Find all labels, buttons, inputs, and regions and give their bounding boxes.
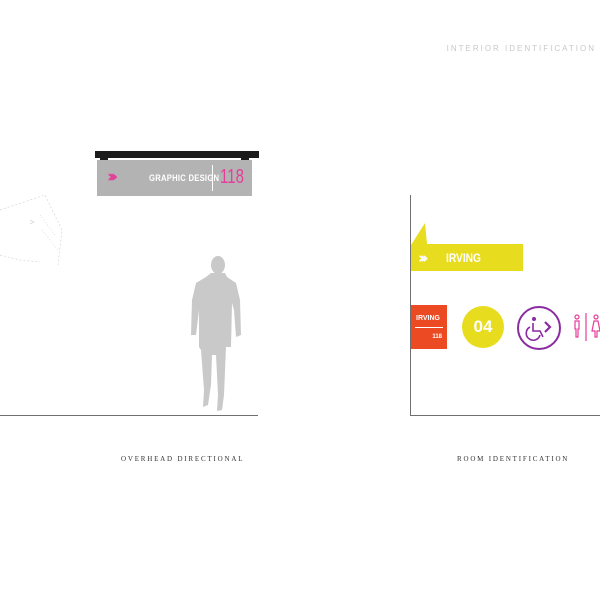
room-identification-plate: IRVING 118 <box>411 305 447 349</box>
overhead-panel-floor-line <box>0 415 258 416</box>
plate-divider <box>415 327 443 328</box>
room-identification-caption: ROOM IDENTIFICATION <box>457 455 570 463</box>
chevron-right-icon: ››› <box>107 167 118 187</box>
chevron-right-icon: ››› <box>418 249 428 267</box>
floor-number-text: 04 <box>473 317 493 336</box>
overhead-directional-sign: ››› GRAPHIC DESIGN 118 <box>97 160 252 196</box>
overhead-sign-rail <box>95 151 259 158</box>
room-panel-wall-line <box>410 195 411 416</box>
sign-divider <box>212 165 213 191</box>
banner-room-label: IRVING <box>446 251 481 265</box>
sign-room-number: 118 <box>220 166 244 188</box>
floor-number-marker: 04 <box>462 306 504 348</box>
room-directional-banner <box>411 223 523 271</box>
plate-room-number: 118 <box>432 334 442 340</box>
plate-room-name: IRVING <box>416 315 440 322</box>
person-silhouette-icon <box>191 256 241 411</box>
overhead-sign-mount-right <box>241 155 249 161</box>
room-panel-floor-line <box>410 415 600 416</box>
sign-destination-label: GRAPHIC DESIGN <box>149 173 220 183</box>
overhead-directional-caption: OVERHEAD DIRECTIONAL <box>121 455 245 463</box>
restroom-icon <box>574 313 600 341</box>
overhead-sign-mount-left <box>100 155 108 161</box>
page-header-title: INTERIOR IDENTIFICATION <box>446 44 596 53</box>
background-sketch-graphic <box>0 194 63 266</box>
wheelchair-icon <box>517 306 561 350</box>
